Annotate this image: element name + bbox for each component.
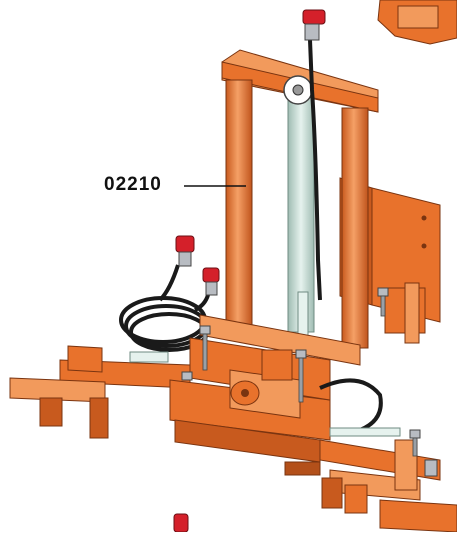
hydraulic-cylinder xyxy=(283,75,315,343)
vertical-post-right xyxy=(341,107,369,349)
hex-bolt-icon xyxy=(409,429,421,457)
clamp-block xyxy=(229,349,301,419)
hydraulic-hose-right xyxy=(319,378,401,437)
right-base-arm xyxy=(319,439,457,533)
hex-bolt-icon xyxy=(377,287,389,317)
hex-bolt-icon xyxy=(295,349,307,403)
hydraulic-coupler-icon xyxy=(173,513,189,533)
hydraulic-coupler-icon xyxy=(175,235,195,267)
part-number-callout: 02210 xyxy=(104,174,162,195)
hydraulic-hose-top xyxy=(308,39,322,301)
upper-right-bracket xyxy=(377,0,457,45)
hex-bolt-icon xyxy=(199,325,211,371)
hex-bolt-icon xyxy=(181,371,193,381)
left-base-arm xyxy=(9,345,191,439)
vertical-post-left xyxy=(225,79,253,329)
hydraulic-coupler-icon xyxy=(202,267,220,296)
hydraulic-coupler-icon xyxy=(302,9,326,41)
